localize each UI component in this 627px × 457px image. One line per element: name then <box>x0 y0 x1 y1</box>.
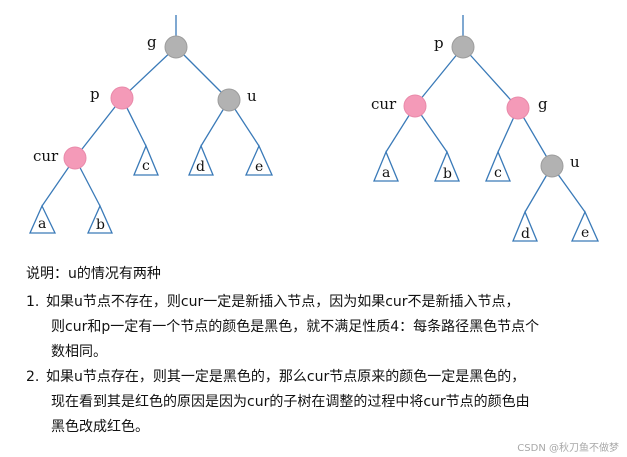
node-label-g: g <box>538 95 548 113</box>
subtree-label-e: e <box>581 225 589 241</box>
notes-item-2: 2. 如果u节点存在，则其一定是黑色的，那么cur节点原来的颜色一定是黑色的， … <box>26 365 616 440</box>
subtree-label-b: b <box>96 217 105 233</box>
notes-item-line: 如果u节点不存在，则cur一定是新插入节点，因为如果cur不是新插入节点， <box>46 294 520 310</box>
subtree-e <box>244 144 274 176</box>
node-u <box>540 154 564 178</box>
subtree-d <box>188 144 214 176</box>
right-tree: a b c d e p cur g u <box>371 15 600 242</box>
node-cur <box>63 146 87 170</box>
node-label-cur: cur <box>371 95 397 113</box>
notes-item-number: 2. <box>26 369 40 385</box>
left-tree: c d e a b g p u cur <box>28 15 274 234</box>
subtree-label-c: c <box>494 165 502 181</box>
notes-item-line: 则cur和p一定有一个节点的颜色是黑色，就不满足性质4：每条路径黑色节点个 <box>51 319 540 335</box>
subtree-c <box>485 150 511 182</box>
rb-tree-diagram: c d e a b g p u cur a b c d <box>28 15 600 242</box>
subtree-b <box>434 150 460 182</box>
edge-p-cur <box>74 97 123 159</box>
notes-item-line: 数相同。 <box>51 344 107 360</box>
subtree-label-d: d <box>521 226 530 242</box>
notes-item-line: 现在看到其是红色的原因是因为cur的子树在调整的过程中将cur节点的颜色由 <box>51 394 530 410</box>
subtree-label-a: a <box>38 216 46 232</box>
notes-list: 1. 如果u节点不存在，则cur一定是新插入节点，因为如果cur不是新插入节点，… <box>26 290 616 440</box>
node-cur <box>403 94 427 118</box>
node-u <box>217 88 241 112</box>
notes-item-1: 1. 如果u节点不存在，则cur一定是新插入节点，因为如果cur不是新插入节点，… <box>26 290 616 365</box>
notes-title: 说明：u的情况有两种 <box>26 266 161 282</box>
subtree-label-a: a <box>382 165 390 181</box>
subtree-label-b: b <box>443 166 452 182</box>
node-label-u: u <box>570 153 580 171</box>
subtree-b <box>86 204 114 234</box>
edge-g-u <box>175 46 230 101</box>
watermark: CSDN @秋刀鱼不做梦 <box>517 443 619 454</box>
explanation-notes: 说明：u的情况有两种 1. 如果u节点不存在，则cur一定是新插入节点，因为如果… <box>26 262 616 440</box>
node-label-cur: cur <box>33 147 59 165</box>
node-label-g: g <box>147 33 157 51</box>
node-label-u: u <box>247 87 257 105</box>
node-p <box>451 35 475 59</box>
edge-p-cur <box>414 46 464 107</box>
notes-item-text: 如果u节点不存在，则cur一定是新插入节点，因为如果cur不是新插入节点， 则c… <box>46 290 616 365</box>
notes-item-number: 1. <box>26 294 40 310</box>
node-g <box>506 96 530 120</box>
subtree-d <box>512 210 538 242</box>
subtree-e <box>570 210 600 242</box>
notes-item-text: 如果u节点存在，则其一定是黑色的，那么cur节点原来的颜色一定是黑色的， 现在看… <box>46 365 616 440</box>
notes-item-line: 黑色改成红色。 <box>51 419 149 435</box>
edge-p-g <box>462 46 519 109</box>
node-p <box>110 86 134 110</box>
subtree-a <box>373 150 399 182</box>
subtree-c <box>133 144 159 176</box>
subtree-a <box>28 204 57 234</box>
subtree-label-c: c <box>142 158 150 174</box>
subtree-label-e: e <box>255 159 263 175</box>
notes-item-line: 如果u节点存在，则其一定是黑色的，那么cur节点原来的颜色一定是黑色的， <box>46 369 526 385</box>
subtree-label-d: d <box>196 159 205 175</box>
node-label-p: p <box>90 85 100 103</box>
edge-g-p <box>121 46 177 99</box>
node-label-p: p <box>434 34 444 52</box>
node-g <box>164 35 188 59</box>
